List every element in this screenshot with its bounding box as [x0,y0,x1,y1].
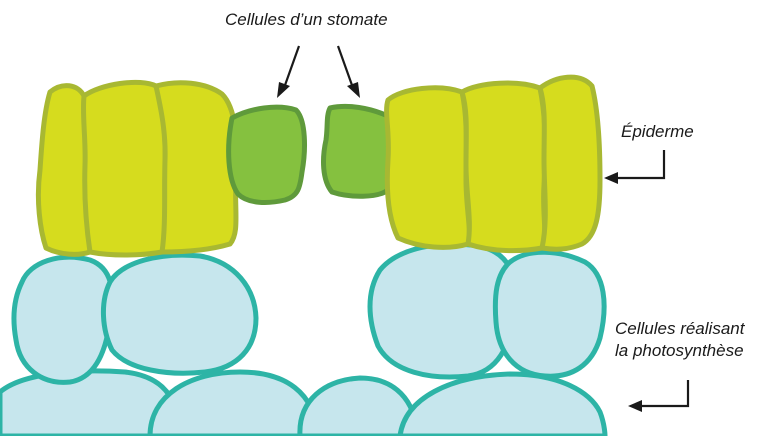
photosynthetic-label-line2: la photosynthèse [615,340,744,362]
photosynthetic-label-line1: Cellules réalisant [615,318,744,340]
photosynthetic-cell [150,372,318,436]
epidermis-right [387,77,600,251]
epidermis-label: Épiderme [621,121,694,143]
photosynthetic-cell [14,257,112,382]
arrowhead [277,82,290,98]
photosynthetic-cell [103,255,256,373]
arrow-to-epidermis [616,150,664,178]
arrow-to-right-guard-cell [338,46,353,88]
stomate [229,106,393,202]
epidermis-cell [462,83,545,251]
arrow-to-photosynthetic-cells [640,380,688,406]
photosynthetic-cells-label: Cellules réalisant la photosynthèse [615,318,744,362]
photosynthetic-cells-bottom-row [0,371,605,436]
epidermis-cell [540,77,600,249]
arrow-to-left-guard-cell [284,46,299,88]
photosynthetic-cell [400,374,605,436]
photosynthetic-cells-middle-row [14,244,604,382]
epidermis-cell [387,88,470,248]
arrowhead [347,82,360,98]
epidermis-left [38,82,236,255]
arrowhead [628,400,642,412]
photosynthetic-cell [495,252,604,376]
guard-cell-right [324,106,393,196]
guard-cell-left [229,107,305,202]
stomate-label: Cellules d’un stomate [225,9,388,31]
arrowhead [604,172,618,184]
epidermis-cell [156,83,237,252]
epidermis-cell [83,82,165,255]
